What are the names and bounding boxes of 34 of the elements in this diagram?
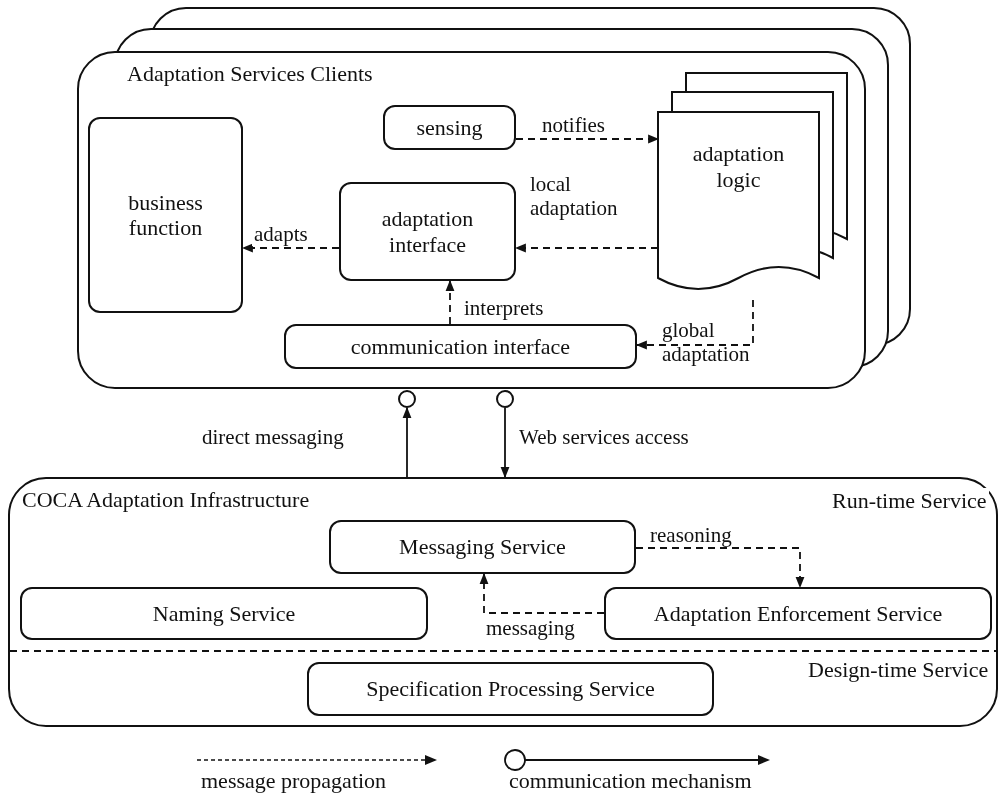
node-label: communication interface [350, 333, 571, 360]
panel-title: Adaptation Services Clients [127, 61, 373, 87]
node-label: adaptation interface [380, 206, 475, 257]
arrow [514, 243, 659, 253]
interface-circle [398, 390, 416, 408]
infrastructure-panel [8, 477, 998, 727]
component-box [284, 324, 637, 369]
arrow [241, 243, 340, 253]
node-label: Specification Processing Service [366, 676, 655, 702]
node-label: sensing [416, 114, 483, 141]
node-label: Messaging Service [399, 534, 566, 560]
component-box [20, 587, 428, 640]
node-label: business function [127, 189, 204, 241]
component-box [307, 662, 714, 716]
arrow [445, 279, 455, 325]
interface-circle [496, 390, 514, 408]
arrow [635, 299, 754, 350]
component-box [604, 587, 992, 640]
edge-label: local adaptation [529, 172, 619, 221]
arrow [635, 547, 805, 589]
edge-label: global adaptation [661, 318, 751, 367]
arrow [479, 572, 605, 614]
node-label: Adaptation Enforcement Service [653, 600, 943, 627]
arrow [500, 407, 510, 479]
panel-title: COCA Adaptation Infrastructure [22, 487, 310, 513]
component-box [329, 520, 636, 574]
component-box [339, 182, 516, 281]
component-box [88, 117, 243, 313]
node-label: Naming Service [152, 600, 296, 627]
node-label: adaptation logic [691, 141, 786, 192]
component-box [383, 105, 516, 150]
arrow [402, 406, 412, 478]
arrow [515, 134, 660, 144]
client-panel [77, 51, 866, 389]
